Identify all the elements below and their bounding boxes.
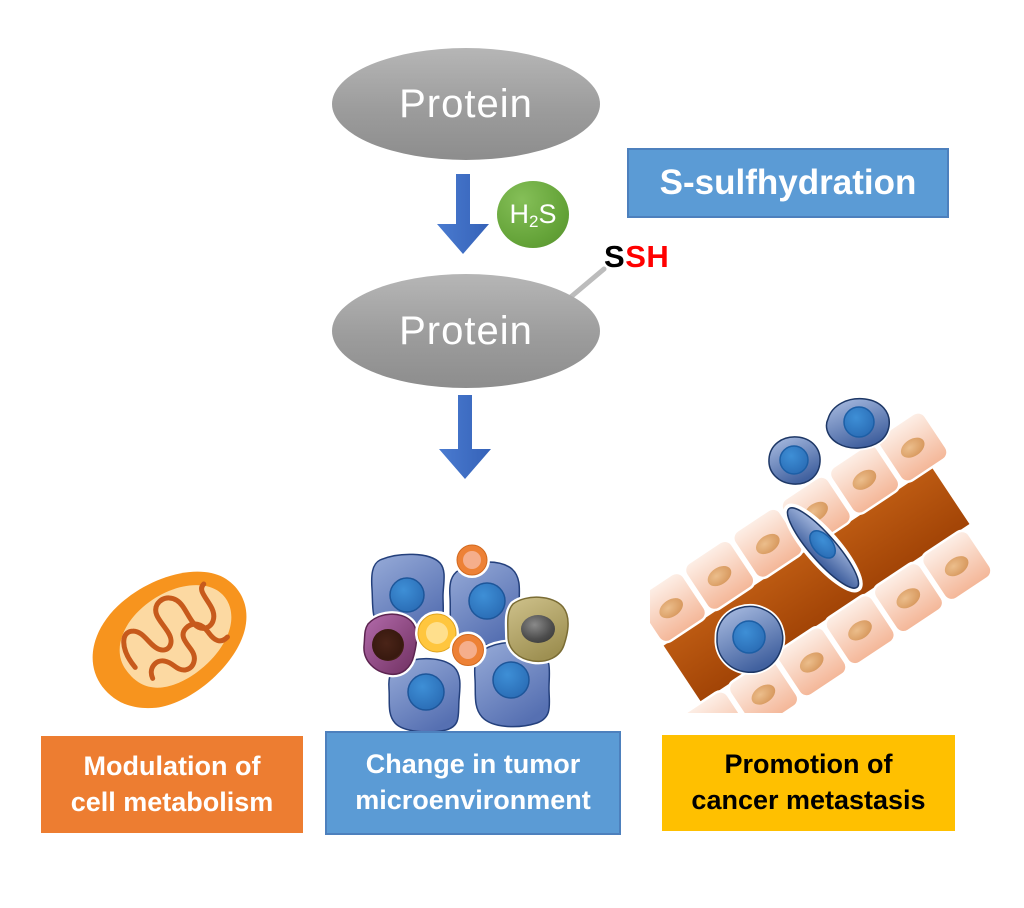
round-cell-orange — [454, 542, 490, 578]
h2s-element-s: S — [538, 199, 557, 229]
protein-modified-label: Protein — [399, 308, 533, 353]
s-sulfhydration-label-box: S-sulfhydration — [627, 148, 949, 218]
escaped-tumor-cell — [766, 434, 823, 487]
vessel-wall-upper — [650, 411, 949, 644]
circulating-tumor-cell — [714, 604, 786, 675]
tumor-cell-nucleus — [492, 661, 530, 699]
vessel-wall-lower — [679, 529, 993, 713]
stromal-cell-olive — [504, 594, 571, 665]
outcome-line1: Change in tumor — [365, 749, 581, 780]
tumor-cell-nucleus — [389, 577, 425, 613]
round-cell-yellow — [415, 611, 459, 655]
outcome-line2: cell metabolism — [70, 786, 274, 817]
stromal-cell-nucleus — [521, 615, 555, 643]
down-arrow-icon — [439, 395, 491, 479]
s-sulfhydration-label: S-sulfhydration — [659, 163, 917, 202]
protein-top-label: Protein — [399, 81, 533, 126]
mitochondrion-icon — [92, 571, 247, 709]
mitochondrion-cristae — [148, 621, 230, 681]
immune-cell-nucleus — [372, 629, 404, 661]
tumor-cell — [385, 655, 463, 735]
tumor-cell-nucleus — [407, 673, 445, 711]
outcome-line1: Promotion of — [724, 749, 893, 780]
h2s-subscript: 2 — [529, 211, 539, 231]
tumor-cell-nucleus — [843, 406, 875, 438]
tumor-cell-nucleus — [779, 445, 809, 475]
extravasating-tumor-cell — [783, 503, 863, 593]
ssh-black-part: S — [604, 239, 626, 274]
protein-oval-top: Protein — [332, 48, 600, 160]
h2s-element-h: H — [509, 199, 530, 229]
change-in-tumor-microenvironment-label-box: Change in tumor microenvironment — [325, 731, 621, 835]
down-arrow-shape — [439, 395, 491, 479]
round-cell-center — [463, 551, 481, 569]
promotion-of-cancer-metastasis-label-box: Promotion of cancer metastasis — [662, 735, 955, 831]
mitochondrion-matrix — [119, 585, 232, 688]
blood-vessel-metastasis-icon — [650, 396, 993, 713]
down-arrow-shape — [437, 174, 489, 254]
ssh-group-label: SSH — [604, 239, 669, 275]
tumor-cell-cluster-icon — [360, 542, 571, 735]
mitochondrion-shape — [92, 571, 247, 709]
escaped-tumor-cell — [823, 396, 892, 451]
round-cell-center — [459, 641, 477, 659]
tumor-cell-nucleus — [732, 620, 766, 654]
tumor-cell — [446, 559, 523, 648]
protein-oval-modified: Protein — [332, 274, 600, 388]
outcome-line1: Modulation of — [83, 750, 261, 781]
ssh-red-part: SH — [625, 239, 670, 274]
mitochondrion-cristae — [121, 581, 217, 670]
down-arrow-icon — [437, 174, 489, 254]
tumor-cell-nucleus — [809, 530, 837, 559]
tumor-cell-nucleus — [468, 582, 506, 620]
round-cell-center — [426, 622, 448, 644]
modulation-of-cell-metabolism-label-box: Modulation of cell metabolism — [41, 736, 303, 833]
round-cell-orange — [449, 631, 487, 669]
outcome-line2: microenvironment — [355, 785, 591, 815]
outcome-line2: cancer metastasis — [691, 785, 926, 815]
immune-cell-purple — [360, 611, 420, 678]
